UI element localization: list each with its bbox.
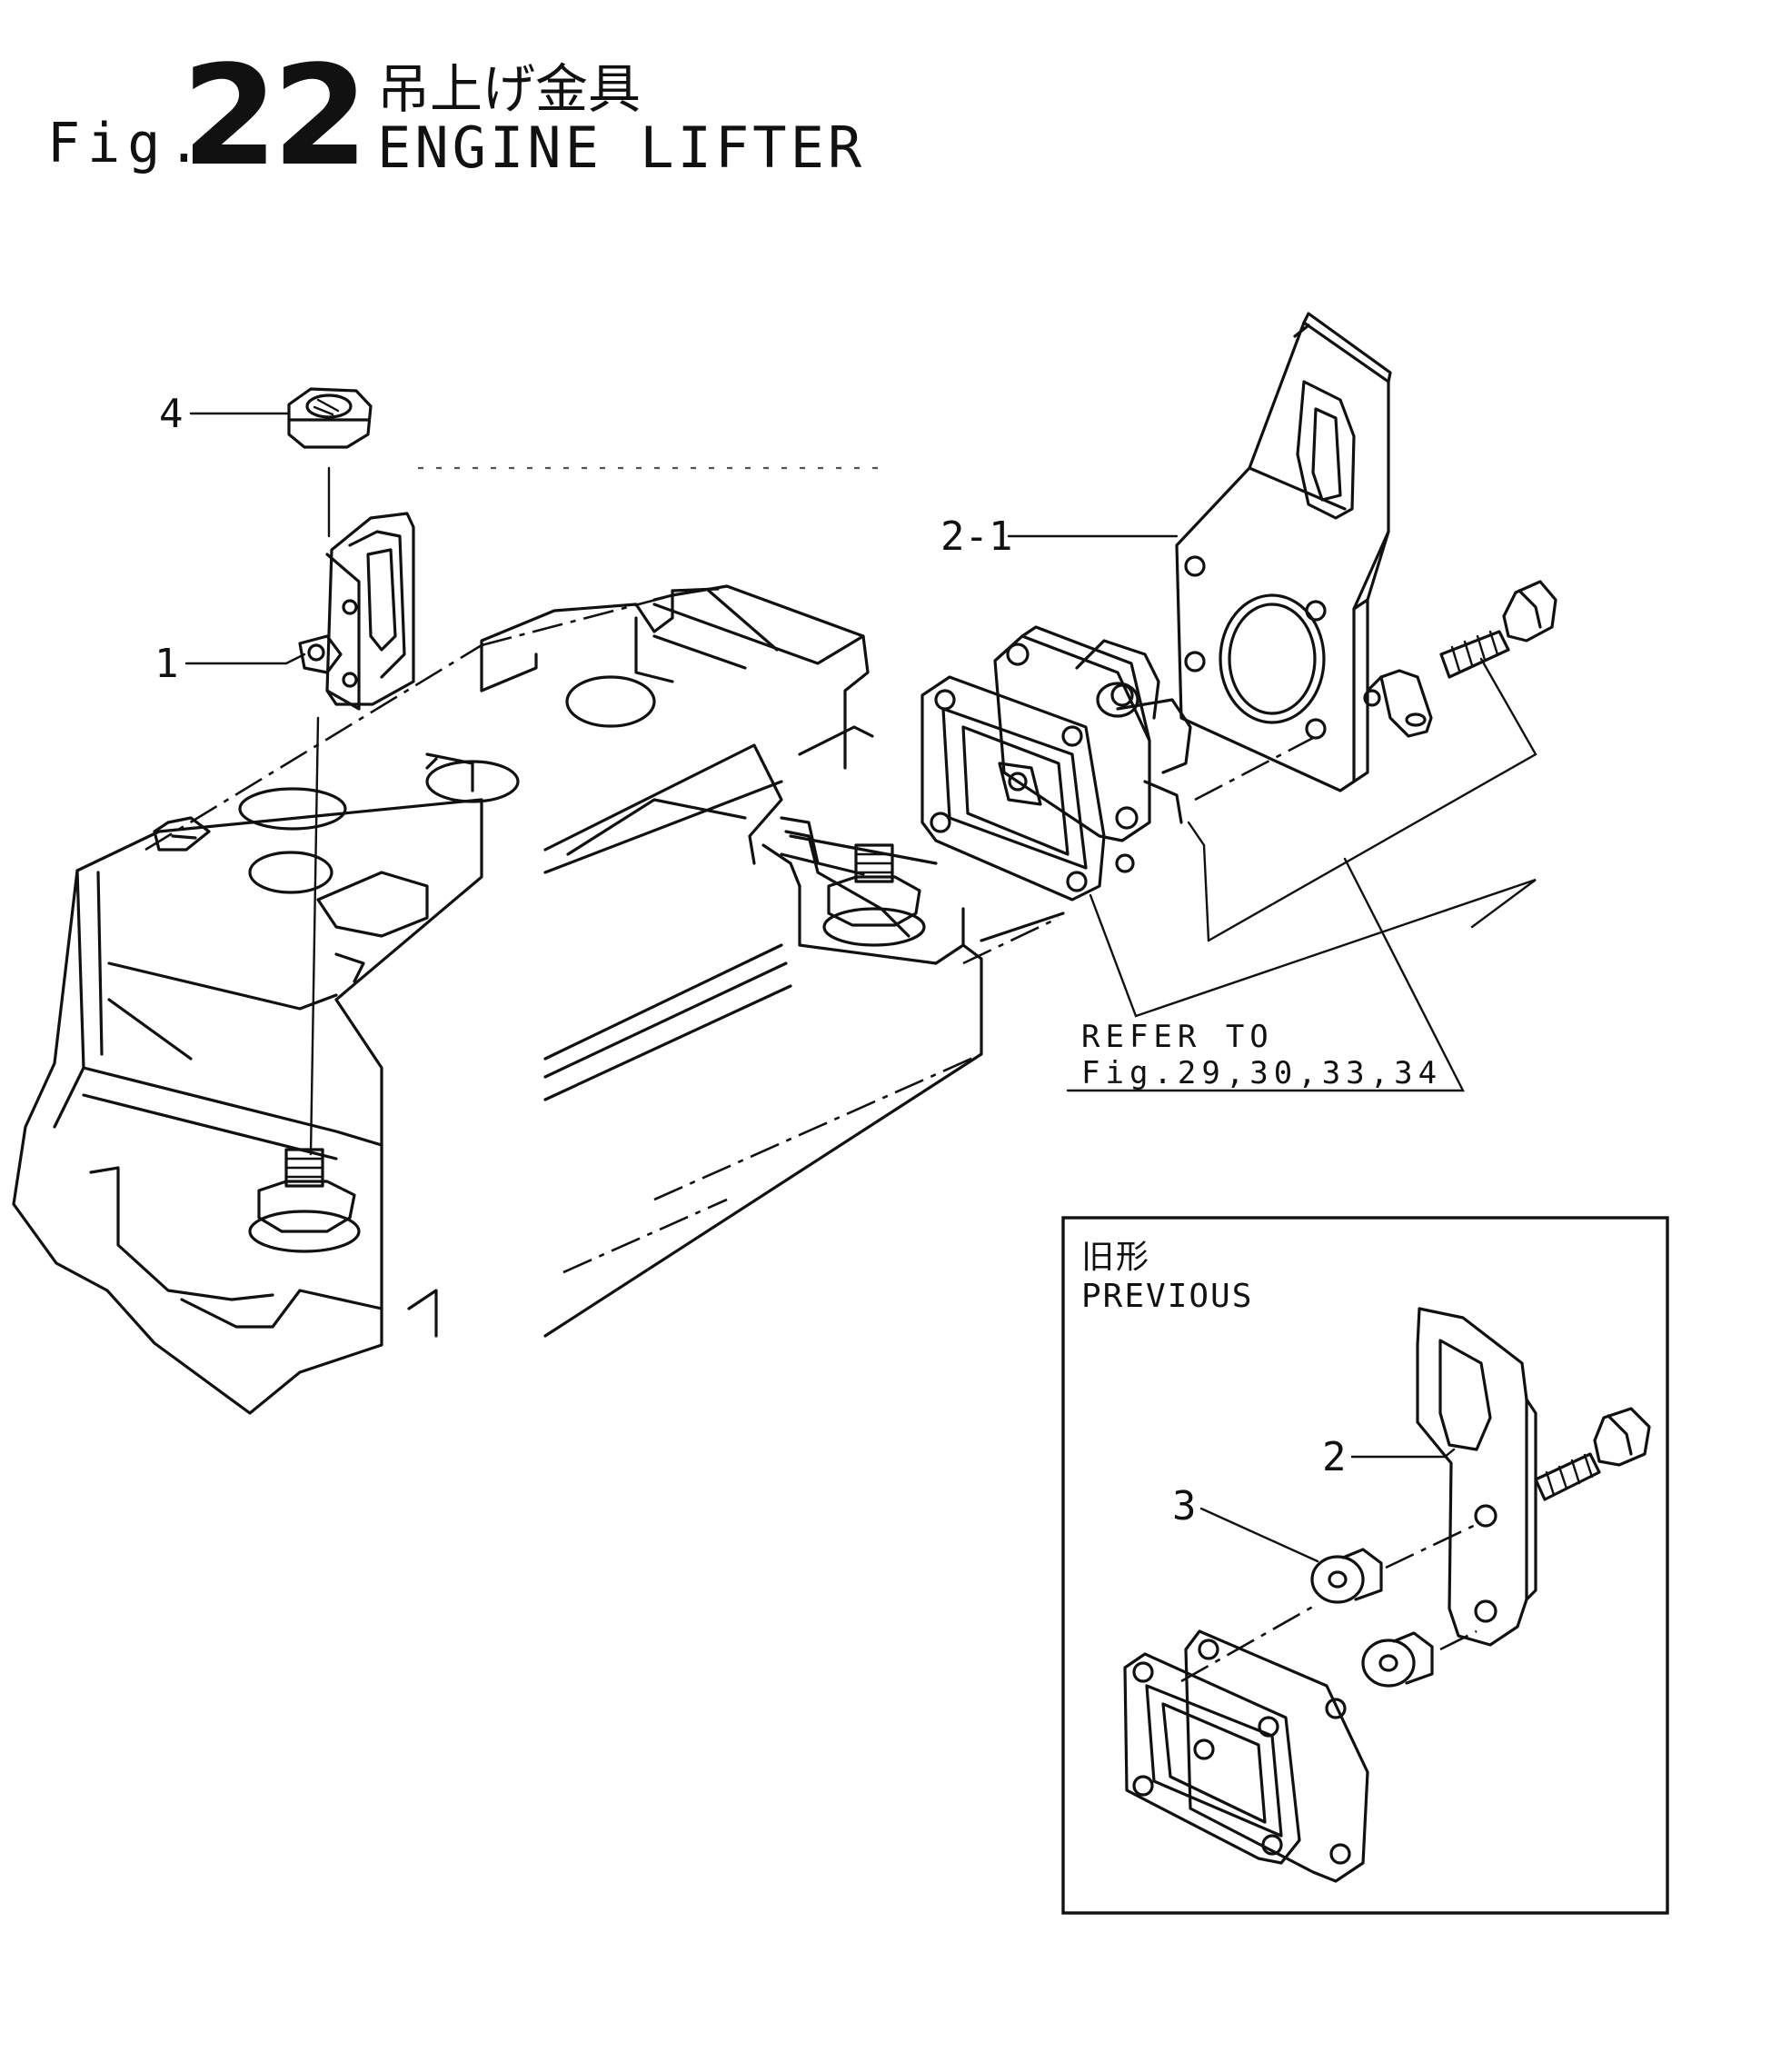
figure-prefix: Fig. bbox=[47, 112, 208, 175]
harness-clip bbox=[1363, 669, 1433, 738]
old-outlet-flange bbox=[1184, 1629, 1369, 1883]
hex-nut bbox=[287, 387, 373, 449]
callout-1-label: 1 bbox=[154, 641, 179, 687]
front-lifter-bracket bbox=[298, 466, 415, 1156]
callout-4: 4 bbox=[159, 391, 291, 437]
spacer-lower bbox=[1361, 1631, 1434, 1688]
spacer-axis-lower bbox=[1439, 1629, 1478, 1651]
inset-frame bbox=[1061, 1216, 1669, 1915]
reference-line-2: Fig.29,30,33,34 bbox=[1081, 1055, 1442, 1091]
previous-type-inset: 旧形 PREVIOUS bbox=[1061, 1216, 1669, 1915]
oil-filler-cap bbox=[238, 787, 347, 831]
flange-bolt bbox=[1439, 580, 1557, 679]
flange-axis-line bbox=[1180, 1602, 1318, 1683]
outlet-flange bbox=[993, 625, 1192, 842]
figure-number: 22 bbox=[182, 35, 363, 196]
callout-1: 1 bbox=[154, 641, 306, 687]
gasket-axis-line bbox=[962, 916, 1060, 965]
old-flange-bolt bbox=[1534, 1407, 1651, 1501]
spacer-axis-upper bbox=[1385, 1520, 1482, 1569]
callout-2-1: 2-1 bbox=[940, 513, 1179, 560]
stud-bolt-front bbox=[248, 1148, 361, 1253]
inset-label-en: PREVIOUS bbox=[1081, 1278, 1253, 1315]
figure-title-jp: 吊上げ金具 bbox=[377, 58, 641, 120]
callout-2-1-label: 2-1 bbox=[940, 513, 1012, 560]
flange-gasket bbox=[920, 675, 1135, 902]
inset-label-jp: 旧形 bbox=[1081, 1239, 1150, 1276]
bolt-axis-line bbox=[1194, 736, 1314, 802]
callout-2-label: 2 bbox=[1322, 1434, 1347, 1480]
spacer-upper bbox=[1310, 1548, 1383, 1604]
callout-2: 2 bbox=[1322, 1434, 1456, 1480]
reference-line-1: REFER TO bbox=[1081, 1019, 1274, 1055]
reference-leader bbox=[1066, 657, 1537, 1092]
cylinder-head bbox=[12, 584, 1065, 1415]
callout-3-label: 3 bbox=[1172, 1483, 1197, 1529]
old-flange-gasket bbox=[1123, 1652, 1301, 1865]
rear-lifter-bracket bbox=[1175, 312, 1392, 792]
callout-4-label: 4 bbox=[159, 391, 184, 437]
figure-title: Fig. 22 吊上げ金具 ENGINE LIFTER bbox=[47, 35, 865, 196]
figure-title-en: ENGINE LIFTER bbox=[377, 115, 865, 181]
callout-3: 3 bbox=[1172, 1483, 1319, 1563]
cover-plug bbox=[565, 675, 656, 728]
stud-bolt-rear bbox=[822, 843, 926, 947]
old-lifter-bracket bbox=[1416, 1307, 1537, 1647]
reference-note: REFER TO Fig.29,30,33,34 bbox=[1081, 1019, 1442, 1091]
